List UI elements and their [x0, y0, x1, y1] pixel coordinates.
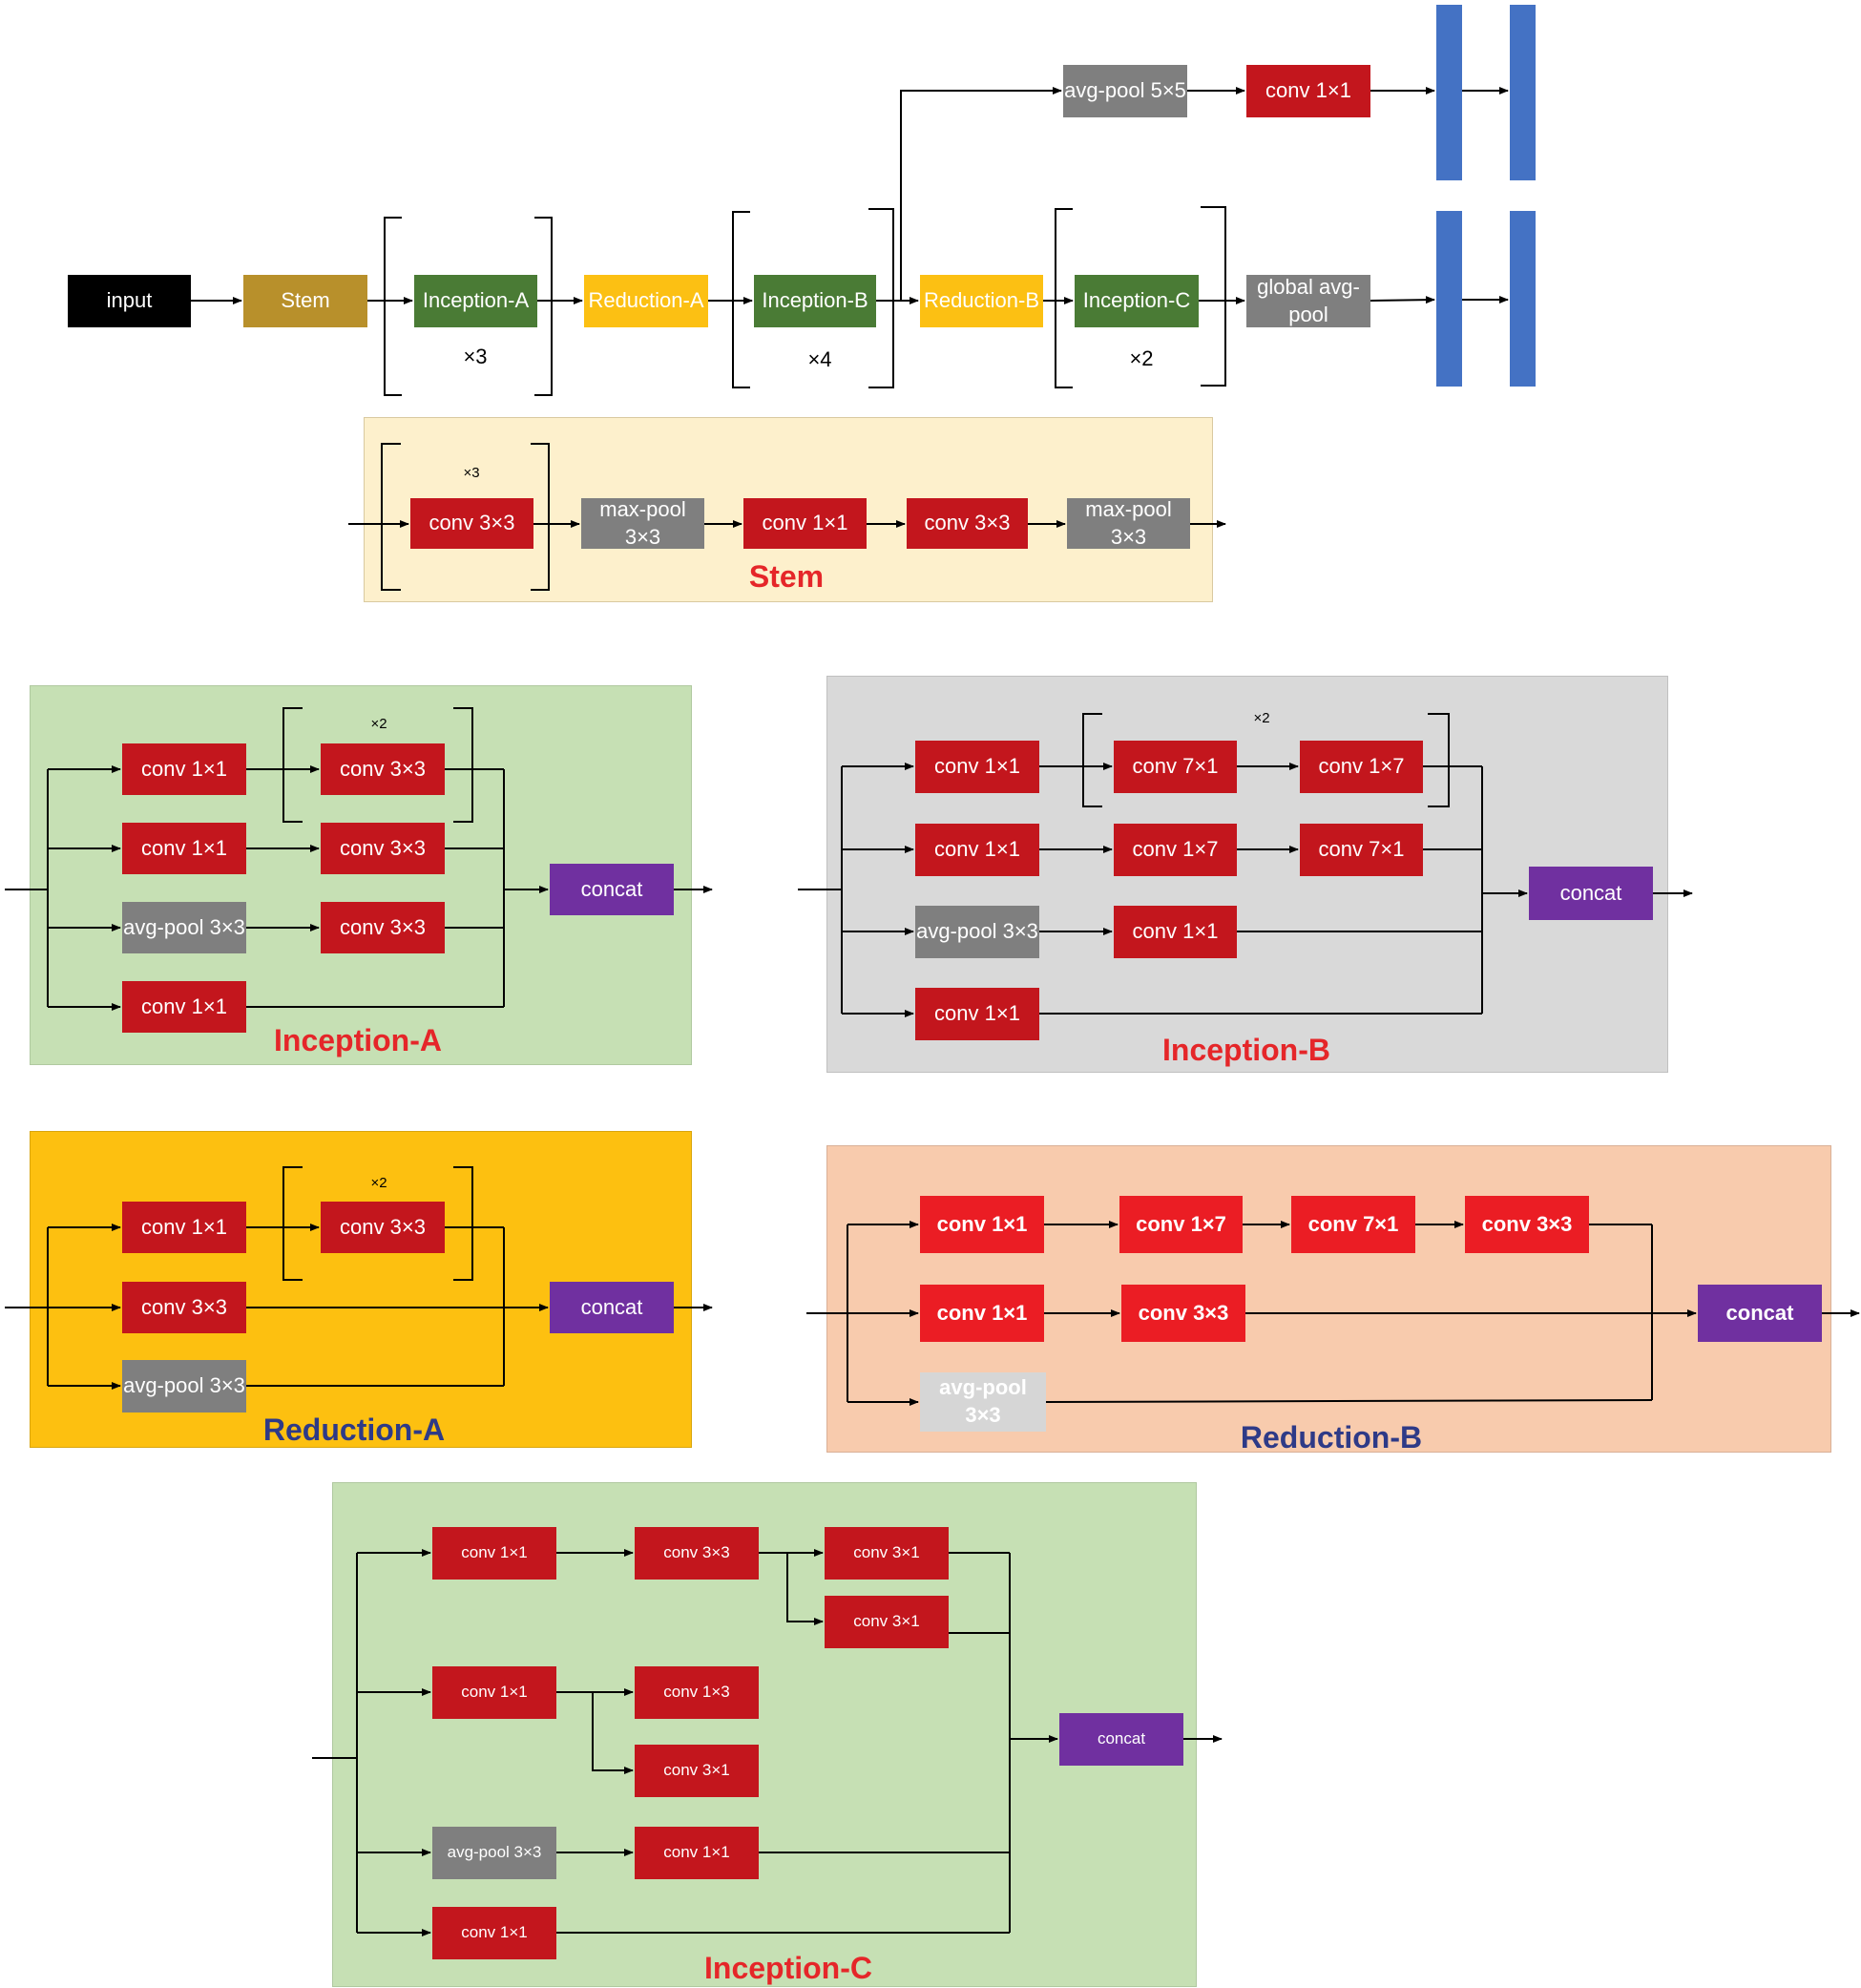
aux-conv-block: conv 1×1 — [1246, 65, 1370, 117]
inception-a-title: Inception-A — [274, 1023, 442, 1057]
red-a-conv-1x1: conv 1×1 — [122, 1202, 246, 1253]
inc-a-conv-1x1-3: conv 1×1 — [122, 981, 246, 1033]
red-b-conv-3x3-2: conv 3×3 — [1121, 1285, 1245, 1342]
inc-b-avg-pool: avg-pool 3×3 — [915, 906, 1039, 958]
inc-c-conv-3x1-1: conv 3×1 — [825, 1527, 949, 1580]
stem-conv-3x3-second: conv 3×3 — [907, 498, 1028, 549]
inc-c-avg-pool: avg-pool 3×3 — [432, 1827, 556, 1879]
inc-c-conv-1x3: conv 1×3 — [635, 1666, 759, 1719]
stem-block: Stem — [243, 275, 367, 327]
inc-c-concat: concat — [1059, 1713, 1183, 1766]
inception-b-repeat: ×4 — [807, 347, 832, 371]
aux-avg-pool-block: avg-pool 5×5 — [1063, 65, 1187, 117]
stem-conv-3x3: conv 3×3 — [410, 498, 533, 549]
red-a-conv-3x3-1: conv 3×3 — [321, 1202, 445, 1253]
inception-c-repeat: ×2 — [1129, 346, 1154, 370]
inc-b-conv-1x1-2: conv 1×1 — [915, 824, 1039, 876]
inc-c-conv-1x1-3: conv 1×1 — [635, 1827, 759, 1879]
inc-b-conv-1x1-4: conv 1×1 — [915, 988, 1039, 1040]
red-b-conv-1x7: conv 1×7 — [1119, 1196, 1243, 1253]
inception-a-repeat: ×3 — [463, 345, 488, 368]
red-b-avg-pool: avg-pool 3×3 — [920, 1372, 1046, 1432]
red-b-conv-1x1-2: conv 1×1 — [920, 1285, 1044, 1342]
inc-b-conv-1x1-1: conv 1×1 — [915, 741, 1039, 793]
global-avg-pool-block: global avg-pool — [1246, 275, 1370, 327]
inc-c-conv-1x1-1: conv 1×1 — [432, 1527, 556, 1580]
inception-c-title: Inception-C — [704, 1951, 872, 1985]
inc-b-repeat: ×2 — [1253, 710, 1270, 726]
inception-a-block: Inception-A — [414, 275, 537, 327]
stem-max-pool-second: max-pool 3×3 — [1067, 497, 1190, 549]
inc-a-conv-3x3-2: conv 3×3 — [321, 823, 445, 874]
inc-c-conv-3x1-3: conv 3×1 — [635, 1745, 759, 1797]
inc-c-conv-1x1-2: conv 1×1 — [432, 1666, 556, 1719]
reduction-b-block: Reduction-B — [920, 275, 1043, 327]
main-fc-layer-1 — [1436, 211, 1462, 387]
red-b-conv-7x1: conv 7×1 — [1291, 1196, 1415, 1253]
inc-b-concat: concat — [1529, 867, 1653, 920]
inc-b-conv-1x1-3: conv 1×1 — [1114, 906, 1237, 958]
aux-fc-layer-1 — [1436, 5, 1462, 180]
red-b-concat: concat — [1698, 1285, 1822, 1342]
red-b-conv-3x3-1: conv 3×3 — [1465, 1196, 1589, 1253]
stem-conv-1x1: conv 1×1 — [743, 498, 867, 549]
stem-max-pool: max-pool 3×3 — [581, 497, 704, 549]
inc-b-conv-7x1-1: conv 7×1 — [1114, 741, 1237, 793]
red-a-conv-3x3-2: conv 3×3 — [122, 1282, 246, 1333]
reduction-a-title: Reduction-A — [262, 1413, 446, 1447]
inception-c-block: Inception-C — [1075, 275, 1199, 327]
inception-b-block: Inception-B — [754, 275, 876, 327]
stem-repeat: ×3 — [463, 465, 480, 481]
inc-a-conv-1x1-1: conv 1×1 — [122, 743, 246, 795]
inception-b-title: Inception-B — [1162, 1033, 1330, 1067]
inc-c-conv-1x1-4: conv 1×1 — [432, 1907, 556, 1959]
stem-title: Stem — [748, 559, 825, 594]
aux-fc-layer-2 — [1510, 5, 1536, 180]
reduction-a-block: Reduction-A — [584, 275, 708, 327]
red-a-concat: concat — [550, 1282, 674, 1333]
red-a-avg-pool: avg-pool 3×3 — [122, 1360, 246, 1413]
inc-b-conv-1x7-1: conv 1×7 — [1300, 741, 1423, 793]
inc-a-conv-1x1-2: conv 1×1 — [122, 823, 246, 874]
reduction-b-title: Reduction-B — [1240, 1420, 1423, 1454]
red-b-conv-1x1-1: conv 1×1 — [920, 1196, 1044, 1253]
input-block: input — [68, 275, 191, 327]
main-fc-layer-2 — [1510, 211, 1536, 387]
red-a-repeat: ×2 — [370, 1175, 387, 1191]
inc-a-avg-pool: avg-pool 3×3 — [122, 902, 246, 953]
inc-a-repeat: ×2 — [370, 716, 387, 732]
inc-c-conv-3x3: conv 3×3 — [635, 1527, 759, 1580]
inc-a-conv-3x3-1: conv 3×3 — [321, 743, 445, 795]
inc-a-concat: concat — [550, 864, 674, 915]
inc-c-conv-3x1-2: conv 3×1 — [825, 1596, 949, 1648]
inc-a-conv-3x3-3: conv 3×3 — [321, 902, 445, 953]
inc-b-conv-1x7-2: conv 1×7 — [1114, 824, 1237, 876]
inc-b-conv-7x1-2: conv 7×1 — [1300, 824, 1423, 876]
